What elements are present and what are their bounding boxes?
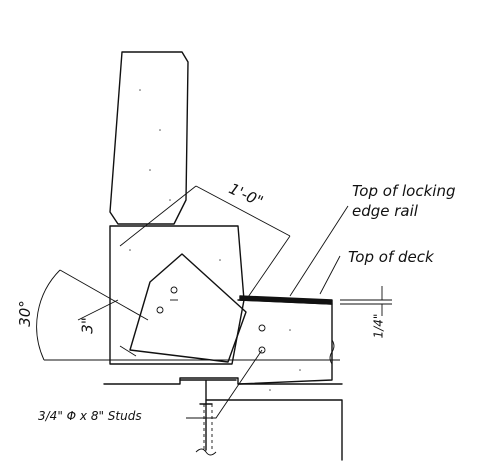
label-top-of-locking: Top of locking bbox=[352, 182, 456, 200]
beam-centerline bbox=[203, 404, 213, 450]
dim-one-foot-line bbox=[119, 185, 291, 301]
stud-dot-3 bbox=[258, 324, 266, 332]
quarter-inch-dim bbox=[340, 286, 392, 316]
label-studs: 3/4" Φ x 8" Studs bbox=[38, 409, 142, 423]
leader-deck bbox=[319, 255, 341, 295]
angle-arc bbox=[36, 269, 149, 361]
deck-slab bbox=[237, 299, 333, 385]
label-top-of-deck: Top of deck bbox=[348, 248, 434, 266]
parapet-upper-block bbox=[109, 51, 189, 225]
stud-dot-2 bbox=[156, 306, 164, 314]
locking-edge-rail bbox=[239, 295, 333, 305]
parapet-lower-block bbox=[109, 225, 245, 365]
label-edge-rail: edge rail bbox=[352, 202, 418, 220]
steel-beam bbox=[179, 379, 237, 451]
leader-studs bbox=[186, 349, 263, 419]
tilted-rail bbox=[129, 253, 247, 363]
deck-slab-underside bbox=[205, 399, 343, 461]
label-angle: 30° bbox=[15, 300, 34, 327]
break-symbol bbox=[195, 448, 217, 456]
stud-dot-4 bbox=[258, 346, 266, 354]
stud-dot-1 bbox=[170, 286, 178, 294]
concrete-specks bbox=[129, 89, 301, 391]
deck-edge-break bbox=[329, 339, 335, 365]
leader-locking bbox=[289, 205, 349, 297]
label-quarter-inch: 1/4" bbox=[371, 313, 386, 339]
label-three-inch: 3" bbox=[78, 317, 97, 334]
base-line bbox=[103, 377, 343, 385]
dim-three-inch-line bbox=[77, 299, 137, 357]
